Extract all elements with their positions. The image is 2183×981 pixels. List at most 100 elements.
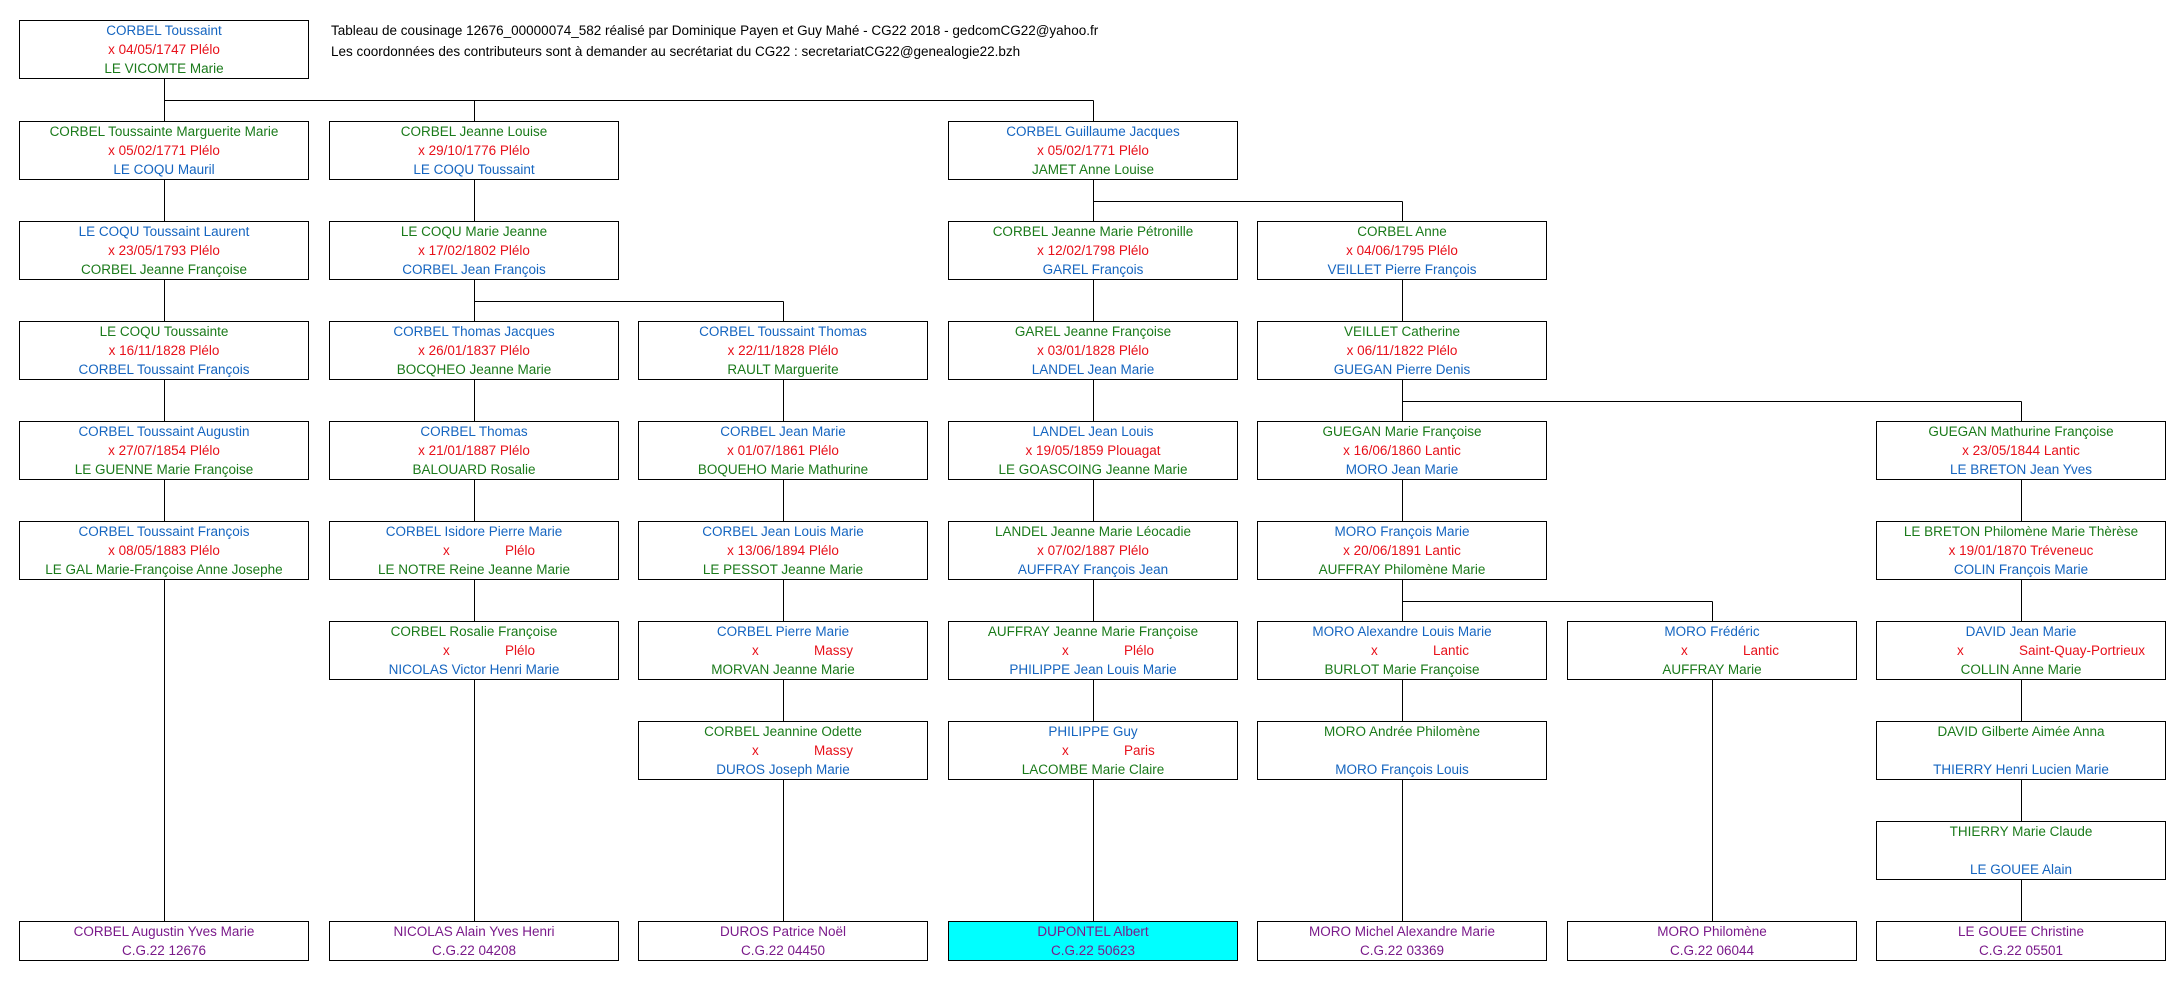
marriage-info: x 19/01/1870 Tréveneuc [1948,543,2094,558]
person-name: CORBEL Rosalie Françoise [390,624,558,639]
couple-box: CORBEL Guillaume Jacques x 05/02/1771 Plé… [948,121,1238,180]
person-name: THIERRY Marie Claude [1949,824,2093,839]
couple-box: LANDEL Jeanne Marie Léocadie x 07/02/1887… [948,521,1238,580]
spouse-name: LE GOUEE Alain [1969,862,2073,877]
spouse-name: MORO François Louis [1335,762,1469,777]
person-name: LANDEL Jean Louis [1032,424,1154,439]
descendant-name: DUPONTEL Albert [1037,924,1149,939]
marriage-mark: x [1956,643,1964,658]
person-name: GAREL Jeanne Françoise [1014,324,1172,339]
person-name: MORO Alexandre Louis Marie [1312,624,1492,639]
spouse-name: COLLIN Anne Marie [1960,662,2082,677]
marriage-place: Plélo [1124,643,1155,658]
marriage-info: x 04/06/1795 Plélo [1346,243,1458,258]
spouse-name: RAULT Marguerite [727,362,839,377]
marriage-info: x 05/02/1771 Plélo [1037,143,1149,158]
person-name: CORBEL Guillaume Jacques [1006,124,1180,139]
spouse-name: BOCQHEO Jeanne Marie [396,362,552,377]
marriage-mark: x [443,543,450,558]
spouse-name: LE COQU Mauril [113,162,215,177]
person-name: DAVID Jean Marie [1965,624,2077,639]
person-name: LE COQU Toussaint Laurent [78,224,250,239]
descendant-name: NICOLAS Alain Yves Henri [393,924,555,939]
marriage-info: x 16/06/1860 Lantic [1343,443,1461,458]
marriage-info: x 01/07/1861 Plélo [727,443,839,458]
marriage-info: x 07/02/1887 Plélo [1037,543,1149,558]
member-code: C.G.22 04208 [431,943,517,958]
marriage-place: Plélo [505,643,536,658]
marriage-mark: x [752,743,759,758]
chart-header: Tableau de cousinage 12676_00000074_582 … [331,20,1098,62]
spouse-name: BALOUARD Rosalie [412,462,536,477]
marriage-info [1877,841,2165,860]
person-name: DAVID Gilberte Aimée Anna [1937,724,2105,739]
spouse-name: GAREL François [1042,262,1144,277]
spouse-name: LE VICOMTE Marie [104,61,224,76]
spouse-name: LANDEL Jean Marie [1031,362,1155,377]
person-name: CORBEL Thomas [420,424,528,439]
marriage-info: x Plélo [330,641,618,660]
person-name: CORBEL Jeanne Marie Pétronille [992,224,1194,239]
spouse-name: LE PESSOT Jeanne Marie [702,562,864,577]
marriage-info: x 08/05/1883 Plélo [108,543,220,558]
spouse-name: AUFFRAY François Jean [1017,562,1169,577]
spouse-name: PHILIPPE Jean Louis Marie [1009,662,1177,677]
spouse-name: AUFFRAY Philomène Marie [1318,562,1486,577]
spouse-name: LE NOTRE Reine Jeanne Marie [377,562,571,577]
person-name: CORBEL Toussaint Augustin [78,424,250,439]
descendant-name: MORO Philomène [1657,924,1767,939]
marriage-info: x 27/07/1854 Plélo [108,443,220,458]
marriage-info [1258,741,1546,760]
person-name: PHILIPPE Guy [1048,724,1138,739]
spouse-name: CORBEL Jeanne Françoise [80,262,248,277]
marriage-info: x 20/06/1891 Lantic [1343,543,1461,558]
person-name: LANDEL Jeanne Marie Léocadie [994,524,1192,539]
marriage-place: Massy [814,743,854,758]
member-code: C.G.22 06044 [1669,943,1755,958]
person-name: CORBEL Jeanne Louise [400,124,548,139]
person-name: CORBEL Jean Marie [720,424,846,439]
member-code: C.G.22 12676 [121,943,207,958]
spouse-name: AUFFRAY Marie [1662,662,1762,677]
marriage-place: Paris [1124,743,1155,758]
spouse-name: LE GAL Marie-Françoise Anne Josephe [45,562,283,577]
spouse-name: LE GUENNE Marie Françoise [74,462,254,477]
marriage-info: x 19/05/1859 Plouagat [1025,443,1161,458]
spouse-name: LE COQU Toussaint [413,162,535,177]
marriage-mark: x [443,643,450,658]
person-name: CORBEL Jeannine Odette [704,724,862,739]
marriage-info: x 04/05/1747 Plélo [108,42,220,57]
person-name: LE BRETON Philomène Marie Thèrèse [1903,524,2139,539]
spouse-name: GUEGAN Pierre Denis [1333,362,1471,377]
person-name: CORBEL Pierre Marie [716,624,850,639]
member-code: C.G.22 03369 [1359,943,1445,958]
spouse-name: BURLOT Marie Françoise [1324,662,1480,677]
person-name: CORBEL Toussaint [106,23,222,38]
marriage-mark: x [1062,643,1069,658]
marriage-info: x 16/11/1828 Plélo [108,343,220,358]
spouse-name: CORBEL Toussaint François [78,362,250,377]
